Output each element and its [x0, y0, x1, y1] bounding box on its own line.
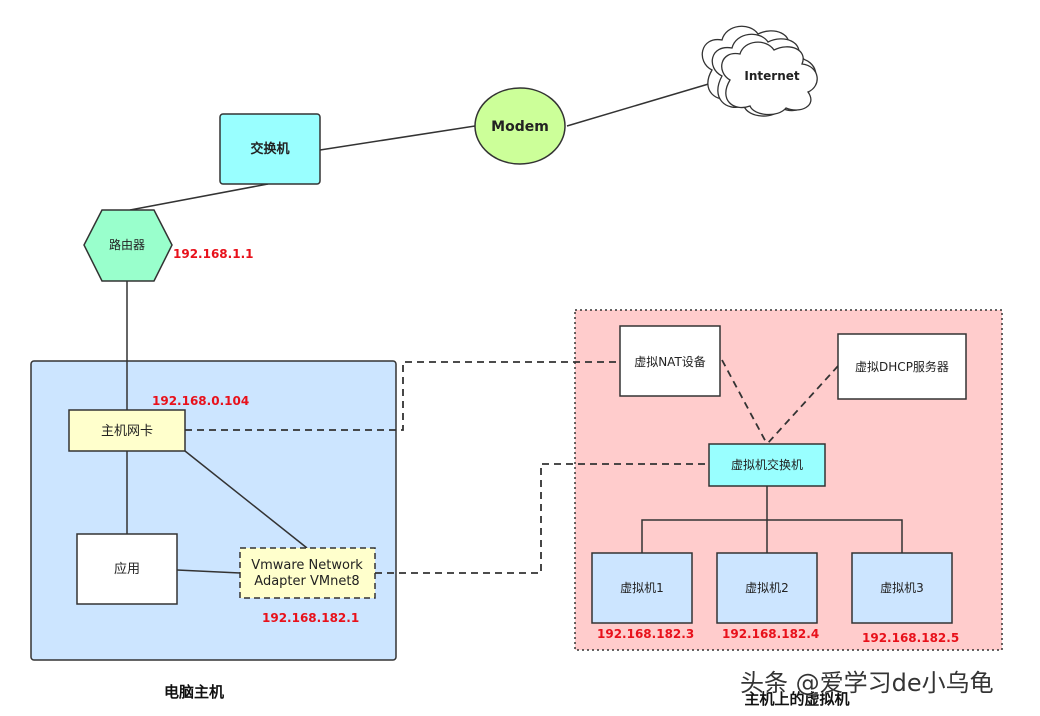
vm2-box	[716, 552, 818, 624]
vm-switch-box	[708, 443, 826, 487]
edge-nat-vmswitch	[721, 359, 768, 445]
vm-switch-label: 虚拟机交换机	[731, 457, 803, 472]
vmnet8-node: Vmware Network Adapter VMnet8	[239, 547, 376, 599]
edge-nic-nat	[185, 361, 620, 431]
edge-nic-vmnet8	[184, 450, 308, 549]
vm3-label: 虚拟机3	[880, 581, 924, 595]
router-hexagon	[83, 209, 173, 282]
host-computer-title: 电脑主机	[164, 683, 224, 701]
watermark-text: 头条 @爱学习de小乌龟	[740, 669, 994, 697]
modem-node: Modem	[474, 87, 566, 165]
virtual-dhcp-node: 虚拟DHCP服务器	[837, 333, 967, 400]
edge-switch-router	[129, 183, 269, 211]
app-box	[76, 533, 178, 605]
vmnet8-ip: 192.168.182.1	[262, 611, 359, 625]
vm3-ip: 192.168.182.5	[862, 631, 959, 645]
vm2-ip: 192.168.182.4	[722, 627, 819, 641]
edge-internet-modem	[566, 79, 723, 127]
virtual-dhcp-box	[837, 333, 967, 400]
switch-box	[219, 113, 321, 185]
vm2-node: 虚拟机2	[716, 552, 818, 624]
virtual-nat-box	[619, 325, 721, 397]
virtual-nat-node: 虚拟NAT设备	[619, 325, 721, 397]
virtual-nat-label: 虚拟NAT设备	[634, 355, 706, 369]
router-label: 路由器	[109, 237, 145, 252]
edge-modem-switch	[319, 125, 476, 151]
switch-node: 交换机	[219, 113, 321, 185]
host-nic-box	[68, 409, 186, 452]
modem-label: Modem	[491, 119, 549, 135]
vm1-ip: 192.168.182.3	[597, 627, 694, 641]
host-nic-node: 主机网卡	[68, 409, 186, 452]
vmnet8-label-line1: Vmware Network	[251, 558, 363, 573]
virtual-machines-title: 主机上的虚拟机	[744, 690, 849, 708]
internet-cloud-node: Internet	[701, 25, 818, 117]
switch-label: 交换机	[250, 141, 289, 157]
vm-switch-node: 虚拟机交换机	[708, 443, 826, 487]
edge-vm-bus	[641, 519, 903, 553]
router-node: 路由器	[83, 209, 173, 282]
vm1-node: 虚拟机1	[591, 552, 693, 624]
vmnet8-label-line2: Adapter VMnet8	[254, 574, 359, 589]
vmnet8-box	[239, 547, 376, 599]
router-ip: 192.168.1.1	[173, 247, 253, 261]
vm3-box	[851, 552, 953, 624]
internet-label: Internet	[744, 69, 799, 83]
host-nic-ip: 192.168.0.104	[152, 394, 249, 408]
app-node: 应用	[76, 533, 178, 605]
host-nic-label: 主机网卡	[101, 424, 153, 439]
vm1-box	[591, 552, 693, 624]
vm1-label: 虚拟机1	[620, 581, 664, 595]
app-label: 应用	[114, 561, 140, 577]
edge-dhcp-vmswitch	[766, 365, 839, 445]
modem-ellipse	[474, 87, 566, 165]
vm3-node: 虚拟机3	[851, 552, 953, 624]
vm2-label: 虚拟机2	[745, 581, 789, 595]
edge-vmnet8-vmswitch	[375, 463, 709, 574]
virtual-dhcp-label: 虚拟DHCP服务器	[855, 359, 949, 374]
edge-app-vmnet8	[176, 569, 241, 574]
